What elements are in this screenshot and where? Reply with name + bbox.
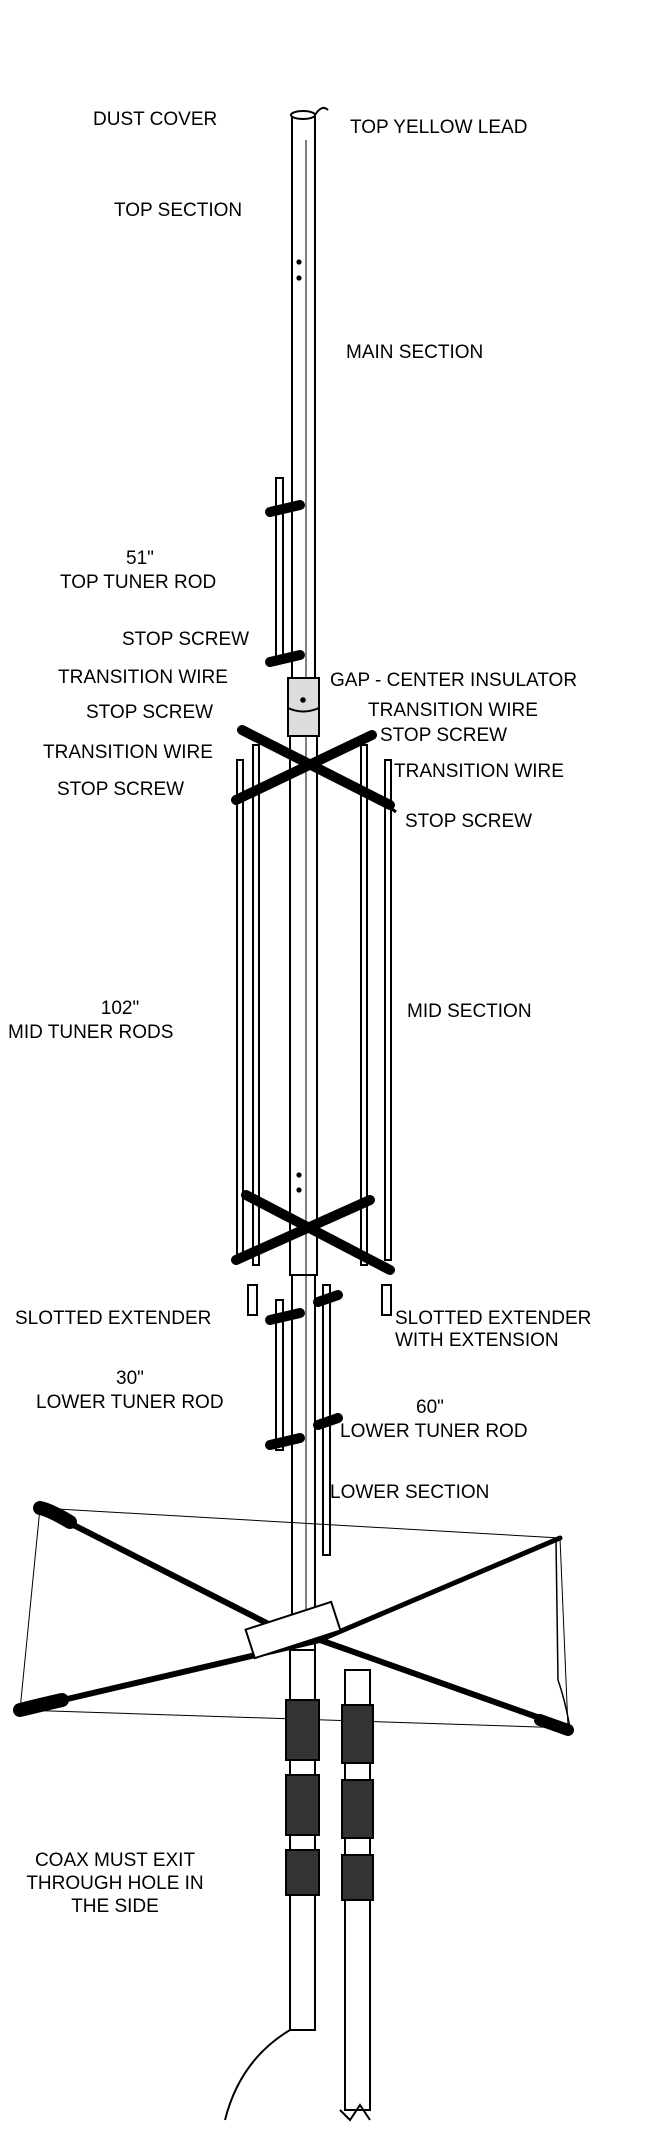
ground-radials: [13, 1501, 574, 1736]
label-lower-tuner-rod-60-length: 60": [416, 1397, 444, 1418]
label-top-tuner-rod-length: 51": [126, 548, 154, 569]
label-stop-screw-1: STOP SCREW: [122, 629, 250, 650]
label-lower-tuner-rod-30-length: 30": [116, 1368, 144, 1389]
label-lower-section: LOWER SECTION: [330, 1482, 490, 1503]
label-mid-tuner-rods-length: 102": [100, 998, 140, 1019]
label-coax-line3: THE SIDE: [71, 1896, 159, 1917]
lower-tuner-rods: [247, 1284, 392, 1556]
lower-spreader: [231, 1190, 395, 1275]
label-top-tuner-rod: TOP TUNER ROD: [60, 572, 217, 593]
coax-coil: [224, 1649, 374, 2122]
main-mast: [289, 114, 318, 1656]
label-slotted-extender: SLOTTED EXTENDER: [15, 1308, 212, 1329]
label-main-section: MAIN SECTION: [346, 342, 484, 363]
label-transition-wire-3: TRANSITION WIRE: [43, 742, 213, 763]
dust-cover: [290, 106, 329, 120]
label-gap-center-insulator: GAP - CENTER INSULATOR: [330, 670, 578, 691]
label-mid-tuner-rods: MID TUNER RODS: [8, 1022, 174, 1043]
mid-tuner-rods: [236, 744, 392, 1266]
top-tuner-rod: [265, 477, 305, 667]
center-insulator: [287, 677, 320, 737]
label-stop-screw-4: STOP SCREW: [57, 779, 185, 800]
label-transition-wire-2: TRANSITION WIRE: [368, 700, 538, 721]
label-slotted-extender-ext-line1: SLOTTED EXTENDER: [395, 1308, 592, 1329]
label-lower-tuner-rod-60: LOWER TUNER ROD: [340, 1421, 528, 1442]
label-transition-wire-4: TRANSITION WIRE: [394, 761, 564, 782]
label-dust-cover: DUST COVER: [93, 109, 218, 130]
label-stop-screw-5: STOP SCREW: [405, 811, 533, 832]
upper-spreader: [231, 725, 397, 814]
label-slotted-extender-ext-line2: WITH EXTENSION: [395, 1330, 559, 1351]
label-coax-line1: COAX MUST EXIT: [34, 1850, 196, 1871]
label-stop-screw-2: STOP SCREW: [86, 702, 214, 723]
label-transition-wire-1: TRANSITION WIRE: [58, 667, 228, 688]
label-top-section: TOP SECTION: [114, 200, 243, 221]
label-top-yellow-lead: TOP YELLOW LEAD: [350, 117, 528, 138]
label-lower-tuner-rod-30: LOWER TUNER ROD: [36, 1392, 224, 1413]
label-stop-screw-3: STOP SCREW: [380, 725, 508, 746]
label-coax-line2: THROUGH HOLE IN: [26, 1873, 204, 1894]
label-mid-section: MID SECTION: [407, 1001, 532, 1022]
